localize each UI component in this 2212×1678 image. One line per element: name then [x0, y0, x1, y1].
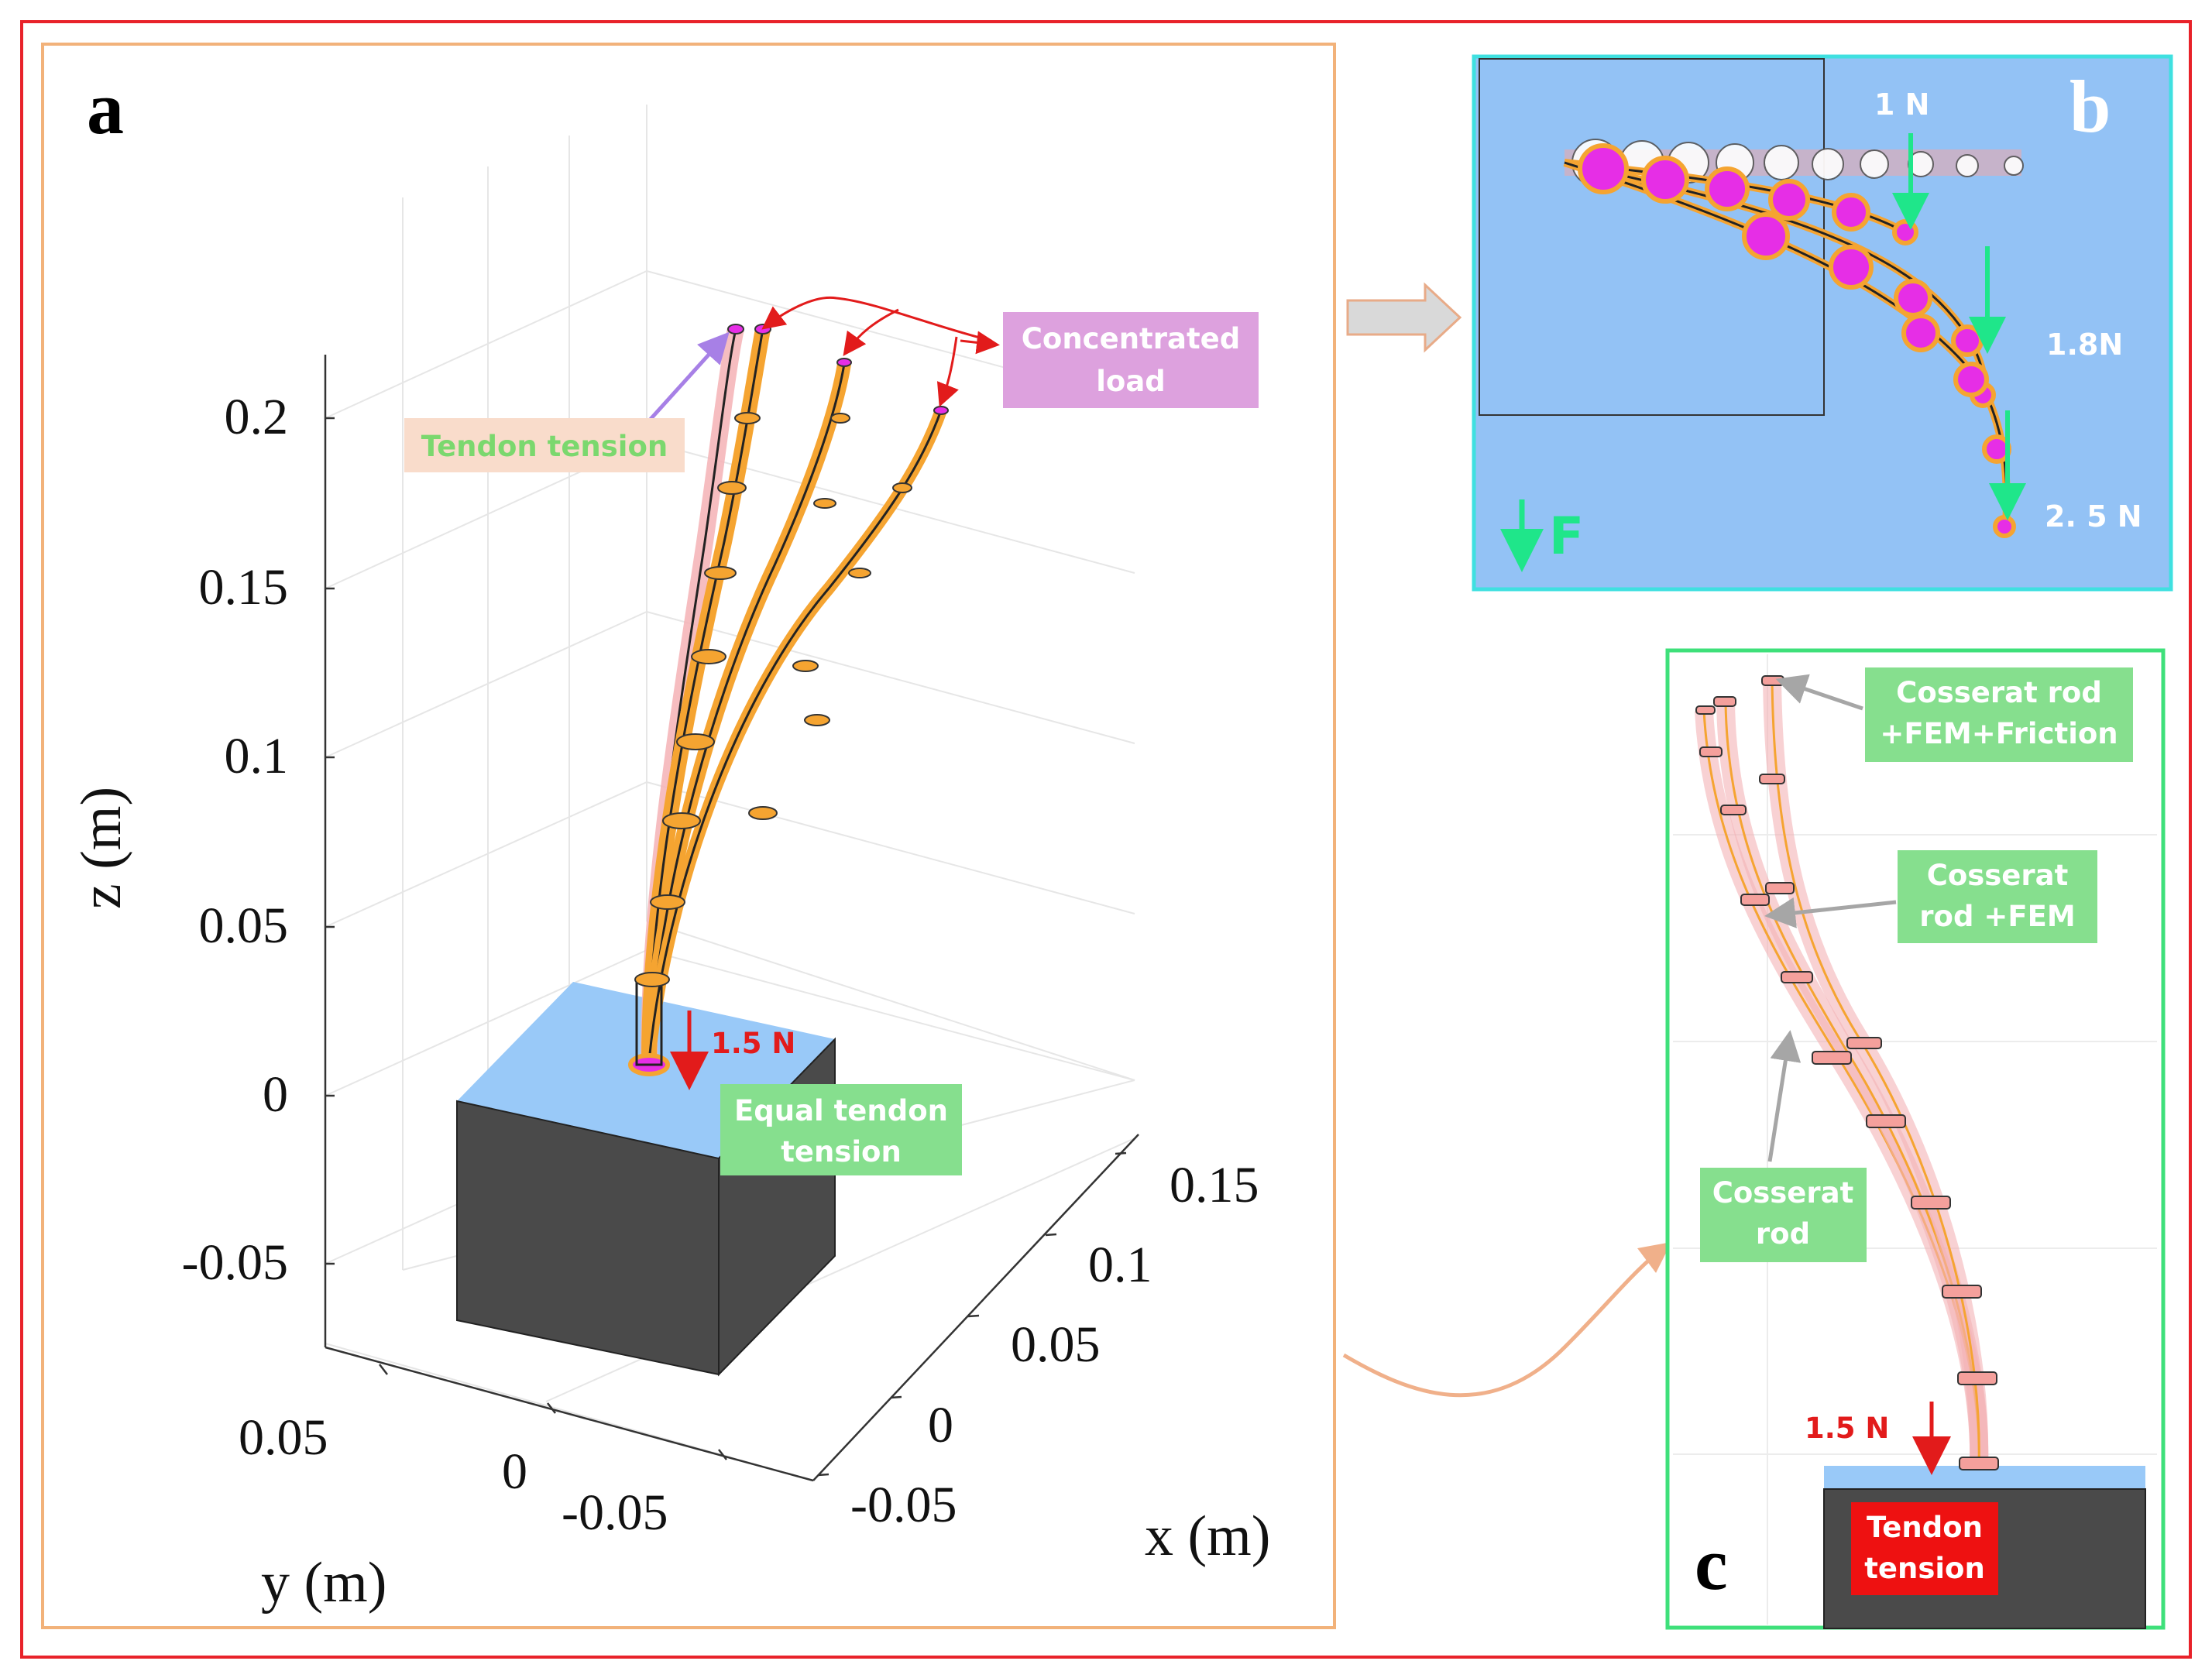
- x-tick: 0: [928, 1397, 953, 1453]
- panel-c: Cosserat rod +FEM+Friction Cosserat rod …: [1665, 648, 2166, 1630]
- panel-c-letter: c: [1695, 1522, 1728, 1605]
- force-label-a: 1.5 N: [711, 1027, 795, 1060]
- x-axis-label: x (m): [1145, 1505, 1270, 1568]
- label-friction-bg: [1865, 667, 2133, 762]
- panel-b: b: [1472, 54, 2173, 592]
- y-axis-line: [325, 1346, 814, 1482]
- tendon-tension-label-bg: [404, 418, 685, 472]
- equal-tendon-tension-line1: Equal tendon: [734, 1094, 948, 1127]
- label-fem-line1: Cosserat: [1927, 859, 2069, 892]
- panel-c-label-arrows: [1764, 674, 1897, 1162]
- label-rod-line2: rod: [1756, 1217, 1810, 1251]
- y-tick: -0.05: [562, 1484, 668, 1541]
- force-label-b-1: 1 N: [1874, 88, 1929, 122]
- concentrated-load-label-bg: [1003, 312, 1259, 408]
- x-tick: 0.15: [1170, 1157, 1259, 1213]
- force-label-b-3: 2. 5 N: [2045, 499, 2142, 534]
- equal-tendon-tension-line2: tension: [781, 1135, 902, 1168]
- arrow-a-to-b: [1346, 282, 1462, 353]
- label-rod-bg: [1700, 1168, 1867, 1262]
- x-tick: -0.05: [850, 1477, 957, 1533]
- panel-b-rods: [1563, 139, 2024, 538]
- x-tick: 0.1: [1088, 1237, 1152, 1293]
- soft-rods: [641, 327, 947, 1062]
- z-tick: 0.05: [199, 897, 289, 954]
- panel-a: a: [41, 43, 1336, 1629]
- z-tick: 0.15: [199, 559, 289, 616]
- x-axis-line: [812, 1134, 1139, 1481]
- force-label-b-2: 1.8N: [2046, 328, 2123, 362]
- z-axis-label: z (m): [70, 787, 133, 909]
- label-rod-line1: Cosserat: [1712, 1176, 1854, 1210]
- arrow-a-to-c: [1342, 1241, 1671, 1398]
- rod-disks: [634, 412, 912, 987]
- z-tick: -0.05: [182, 1234, 288, 1291]
- tendon-tension-c-line2: tension: [1864, 1552, 1985, 1585]
- concentrated-load-label-line1: Concentrated: [1022, 322, 1240, 355]
- y-tick: 0: [502, 1443, 527, 1500]
- axis-lines: [324, 355, 1139, 1482]
- z-tick: 0.2: [225, 389, 289, 445]
- panel-a-frame: [41, 43, 1336, 1629]
- outer-frame: [20, 20, 2192, 1659]
- panel-a-letter: a: [87, 67, 124, 149]
- tendon-tension-c-bg: [1851, 1502, 1998, 1595]
- label-friction-line1: Cosserat rod: [1896, 676, 2102, 709]
- z-tick: 0.1: [225, 728, 289, 784]
- panel-b-letter: b: [2069, 65, 2111, 148]
- tendon-tension-c-line1: Tendon: [1867, 1511, 1983, 1544]
- label-fem-bg: [1898, 850, 2097, 943]
- z-tick-labels: 0.2 0.15 0.1 0.05 0 -0.05: [182, 389, 288, 1291]
- y-tick-labels: 0.05 0 -0.05: [239, 1409, 668, 1541]
- tendon-tension-arrow: [643, 331, 730, 427]
- concentrated-load-label-line2: load: [1096, 365, 1166, 398]
- panel-c-disks: [1695, 675, 1999, 1470]
- concentrated-load-arrows: [761, 296, 1000, 407]
- y-axis-label: y (m): [261, 1551, 386, 1615]
- label-fem-line2: rod +FEM: [1919, 900, 2075, 933]
- tendon-tension-label: Tendon tension: [421, 430, 668, 463]
- label-friction-line2: +FEM+Friction: [1880, 717, 2118, 750]
- y-tick: 0.05: [239, 1409, 328, 1466]
- x-tick: 0.05: [1011, 1316, 1101, 1373]
- legend-force-label: F: [1549, 506, 1584, 566]
- equal-tendon-tension-label-bg: [720, 1084, 962, 1175]
- force-label-c: 1.5 N: [1805, 1412, 1889, 1445]
- x-tick-labels: 0.15 0.1 0.05 0 -0.05: [850, 1157, 1259, 1533]
- z-tick: 0: [263, 1066, 288, 1123]
